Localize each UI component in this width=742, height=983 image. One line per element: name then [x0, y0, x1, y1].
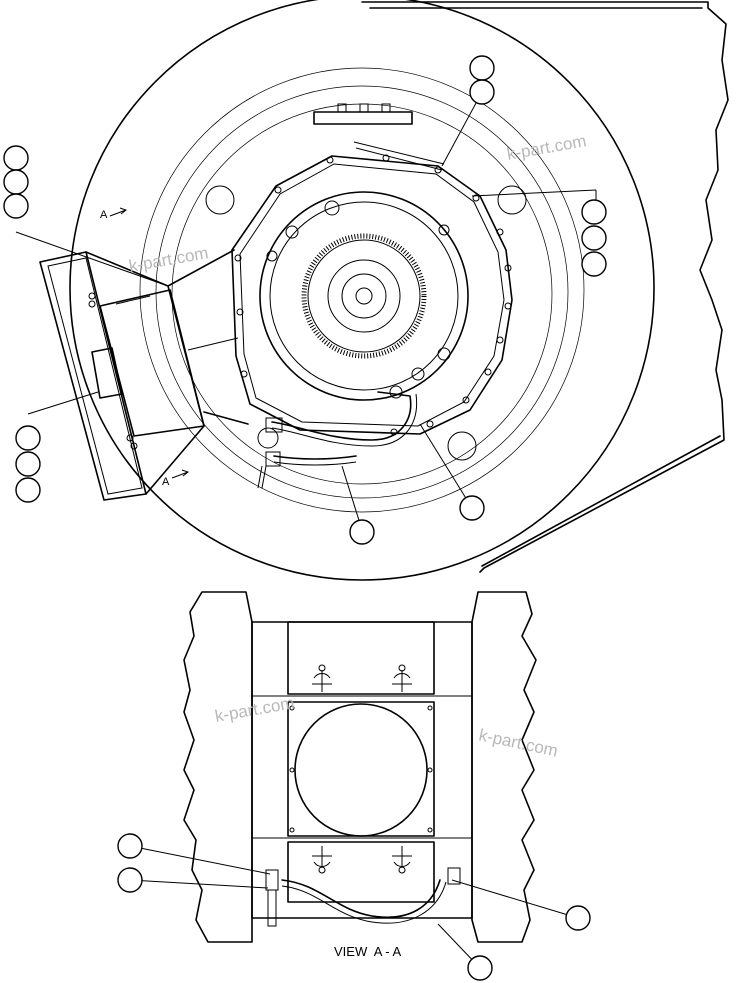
housing-plate-inner: [239, 163, 505, 427]
top-bracket: [313, 111, 413, 125]
bracket-stud-2: [359, 103, 369, 113]
center-body: [251, 621, 473, 919]
fitting-stub: [257, 465, 267, 489]
plate-bolts: [289, 705, 433, 833]
fitting-right: [447, 867, 461, 885]
callout-balloon: [565, 905, 591, 931]
ring-gear-inner: [307, 239, 421, 353]
callout-balloon: [3, 169, 29, 195]
fitting-left: [265, 869, 279, 891]
housing-plate: [231, 155, 513, 435]
lower-plate: [287, 841, 435, 903]
bracket-stud-1: [337, 103, 347, 113]
leader-line: [129, 845, 271, 875]
watermark: k-part.com: [127, 243, 209, 276]
hub-center: [355, 287, 373, 305]
callout-balloon: [581, 225, 607, 251]
frame-outline: [361, 1, 729, 573]
boss-lower-left: [257, 427, 279, 449]
tube-top: [353, 141, 445, 165]
outer-disc: [69, 0, 655, 581]
callout-balloon: [117, 833, 143, 859]
outer-ring-3: [171, 103, 553, 485]
leader-line: [471, 189, 597, 197]
hose-view-aa: [281, 879, 441, 918]
hose-lower-2: [273, 455, 357, 460]
boss-right: [497, 185, 527, 215]
outer-ring-1: [139, 67, 585, 513]
clamp: [392, 664, 412, 692]
callout-balloon: [469, 55, 495, 81]
boss-lower-right: [447, 431, 477, 461]
callout-balloon: [459, 495, 485, 521]
clamp: [312, 664, 332, 692]
clamp: [312, 846, 332, 874]
view-label: VIEW A - A: [334, 944, 402, 959]
cooler-line-lower: [203, 411, 249, 425]
bracket-stud-3: [381, 103, 391, 113]
ring-gear-teeth: [301, 233, 427, 359]
outer-ring-2: [155, 85, 569, 499]
callout-balloon: [467, 955, 493, 981]
leader-line: [451, 879, 579, 919]
callout-balloon: [581, 251, 607, 277]
section-marker-a-bottom: A: [162, 469, 190, 488]
leader-line: [341, 465, 363, 531]
center-opening: [294, 703, 428, 837]
housing-bolts: [234, 154, 512, 436]
fitting-lower-2: [265, 451, 281, 467]
body-divider: [252, 695, 472, 839]
clamp: [392, 846, 412, 874]
callout-balloon: [3, 193, 29, 219]
section-marker-a-top: A: [100, 207, 128, 221]
hose-lower-1: [271, 391, 412, 441]
section-marker-label: A: [162, 476, 170, 488]
hose-lower-2b: [273, 461, 357, 466]
watermark: k-part.com: [505, 131, 587, 164]
callout-balloon: [15, 425, 41, 451]
callout-balloon: [117, 867, 143, 893]
hub-mid: [341, 273, 387, 319]
center-plate: [287, 701, 435, 837]
flywheel-housing: [259, 191, 469, 401]
callout-balloon: [469, 79, 495, 105]
view-a-a: VIEW A - A k-part.com k-part.com: [117, 591, 591, 981]
frame-edge-lower: [481, 435, 721, 567]
hub-outer: [327, 259, 401, 333]
section-marker-label: A: [100, 209, 108, 221]
cooler-line-upper: [167, 249, 235, 287]
hose-lower-1b: [271, 393, 418, 447]
flywheel-ring: [269, 201, 459, 391]
leader-line: [15, 231, 169, 287]
right-frame: [471, 591, 537, 943]
callout-balloon: [15, 477, 41, 503]
callout-balloon: [349, 519, 375, 545]
tube-top-2: [355, 147, 443, 171]
fitting-lower-1: [265, 417, 283, 433]
fitting-left-stem: [267, 889, 277, 927]
leader-line: [441, 91, 483, 167]
callout-balloon: [581, 199, 607, 225]
callout-balloon: [15, 451, 41, 477]
oil-cooler: [39, 251, 239, 501]
upper-plate: [287, 621, 435, 695]
boss-left: [205, 185, 235, 215]
flywheel-bolts: [266, 200, 451, 399]
hose-view-aa-inner: [281, 881, 447, 924]
leader-line: [27, 391, 99, 415]
left-frame: [183, 591, 253, 943]
leader-line: [419, 423, 473, 509]
watermark: k-part.com: [477, 725, 559, 760]
callout-balloon: [3, 145, 29, 171]
watermark: k-part.com: [213, 693, 295, 726]
top-view: A A k-part.com k-part.com: [3, 0, 729, 581]
leader-line: [129, 879, 269, 889]
